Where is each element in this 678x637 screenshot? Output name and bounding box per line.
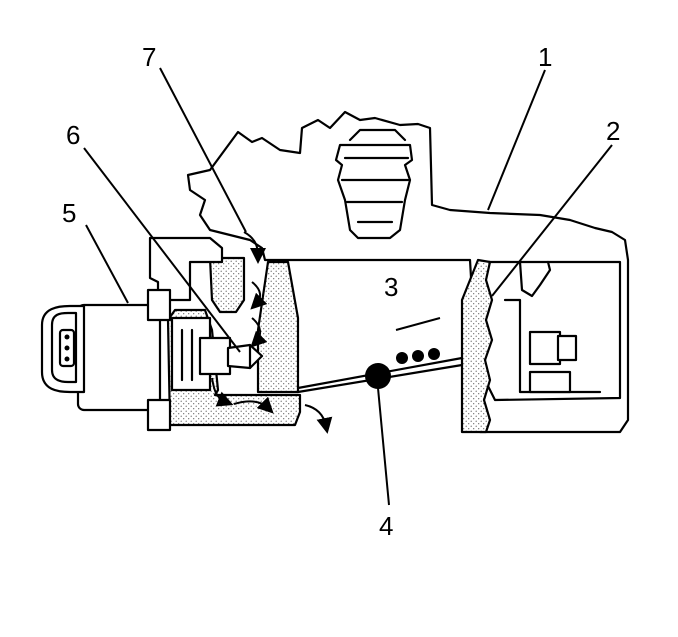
callout-7: 7 (142, 42, 156, 72)
callout-3: 3 (384, 272, 398, 302)
gasket-wall (460, 258, 494, 434)
callout-1: 1 (538, 42, 552, 72)
egr-valve (170, 316, 264, 392)
callout-2: 2 (606, 116, 620, 146)
top-sensor (334, 128, 414, 240)
flow-arrows (211, 231, 333, 434)
actuator (40, 236, 224, 432)
callout-4: 4 (379, 511, 393, 541)
leader-lines (83, 67, 613, 506)
sensor-element (296, 348, 464, 394)
callout-6: 6 (66, 120, 80, 150)
callout-5: 5 (62, 198, 76, 228)
intake-housing (186, 110, 630, 434)
